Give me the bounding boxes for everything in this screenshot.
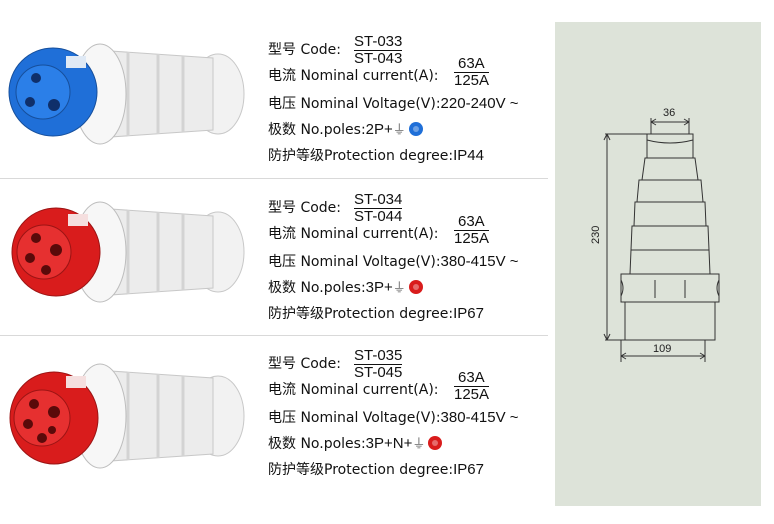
current-label: 电流 Nominal current(A): bbox=[268, 382, 439, 398]
code-bottom: ST-043 bbox=[354, 50, 403, 67]
protection-value: IP67 bbox=[453, 305, 484, 322]
current-top: 63A bbox=[458, 213, 485, 230]
protection-label: 防护等级Protection degree: bbox=[268, 462, 454, 478]
current-top: 63A bbox=[458, 369, 485, 386]
code-bottom: ST-044 bbox=[354, 208, 403, 225]
earth-icon: ⏚ bbox=[392, 123, 406, 138]
poles-label: 极数 No.poles: bbox=[268, 280, 366, 296]
color-dot-icon bbox=[408, 122, 423, 136]
earth-icon: ⏚ bbox=[392, 281, 406, 296]
plug-image-blue bbox=[8, 43, 245, 145]
voltage-label: 电压 Nominal Voltage(V): bbox=[268, 254, 441, 270]
protection-value: IP44 bbox=[453, 147, 484, 164]
poles-value: 3P+N+ bbox=[365, 435, 413, 452]
voltage-label: 电压 Nominal Voltage(V): bbox=[268, 410, 441, 426]
current-bottom: 125A bbox=[454, 72, 490, 89]
poles-label: 极数 No.poles: bbox=[268, 436, 366, 452]
code-label: 型号 Code: bbox=[268, 356, 342, 372]
code-top: ST-033 bbox=[354, 33, 403, 50]
current-label: 电流 Nominal current(A): bbox=[268, 226, 439, 242]
voltage-label: 电压 Nominal Voltage(V): bbox=[268, 96, 441, 112]
poles-label: 极数 No.poles: bbox=[268, 122, 366, 138]
color-dot-icon bbox=[428, 436, 443, 450]
code-top: ST-034 bbox=[354, 191, 403, 208]
code-bottom: ST-045 bbox=[354, 364, 403, 381]
plug-image-red bbox=[11, 201, 245, 303]
protection-label: 防护等级Protection degree: bbox=[268, 148, 454, 164]
voltage-value: 220-240V ~ bbox=[440, 95, 519, 112]
voltage-value: 380-415V ~ bbox=[440, 409, 519, 426]
code-label: 型号 Code: bbox=[268, 42, 342, 58]
plug-image-red bbox=[9, 363, 245, 469]
dim-bottom-label: 109 bbox=[653, 343, 671, 355]
row-divider bbox=[0, 335, 548, 336]
code-top: ST-035 bbox=[354, 347, 403, 364]
earth-icon: ⏚ bbox=[412, 437, 426, 452]
dim-top-label: 36 bbox=[663, 107, 675, 119]
poles-value: 2P+ bbox=[365, 121, 393, 138]
poles-value: 3P+ bbox=[365, 279, 393, 296]
technical-drawing-panel: 36 230 109 bbox=[555, 22, 761, 506]
dimension-drawing: 36 230 109 bbox=[590, 107, 720, 362]
current-bottom: 125A bbox=[454, 386, 490, 403]
current-bottom: 125A bbox=[454, 230, 490, 247]
protection-label: 防护等级Protection degree: bbox=[268, 306, 454, 322]
code-label: 型号 Code: bbox=[268, 200, 342, 216]
row-divider bbox=[0, 178, 548, 179]
protection-value: IP67 bbox=[453, 461, 484, 478]
dim-height-label: 230 bbox=[590, 226, 602, 244]
voltage-value: 380-415V ~ bbox=[440, 253, 519, 270]
current-top: 63A bbox=[458, 55, 485, 72]
current-label: 电流 Nominal current(A): bbox=[268, 68, 439, 84]
color-dot-icon bbox=[408, 280, 423, 294]
